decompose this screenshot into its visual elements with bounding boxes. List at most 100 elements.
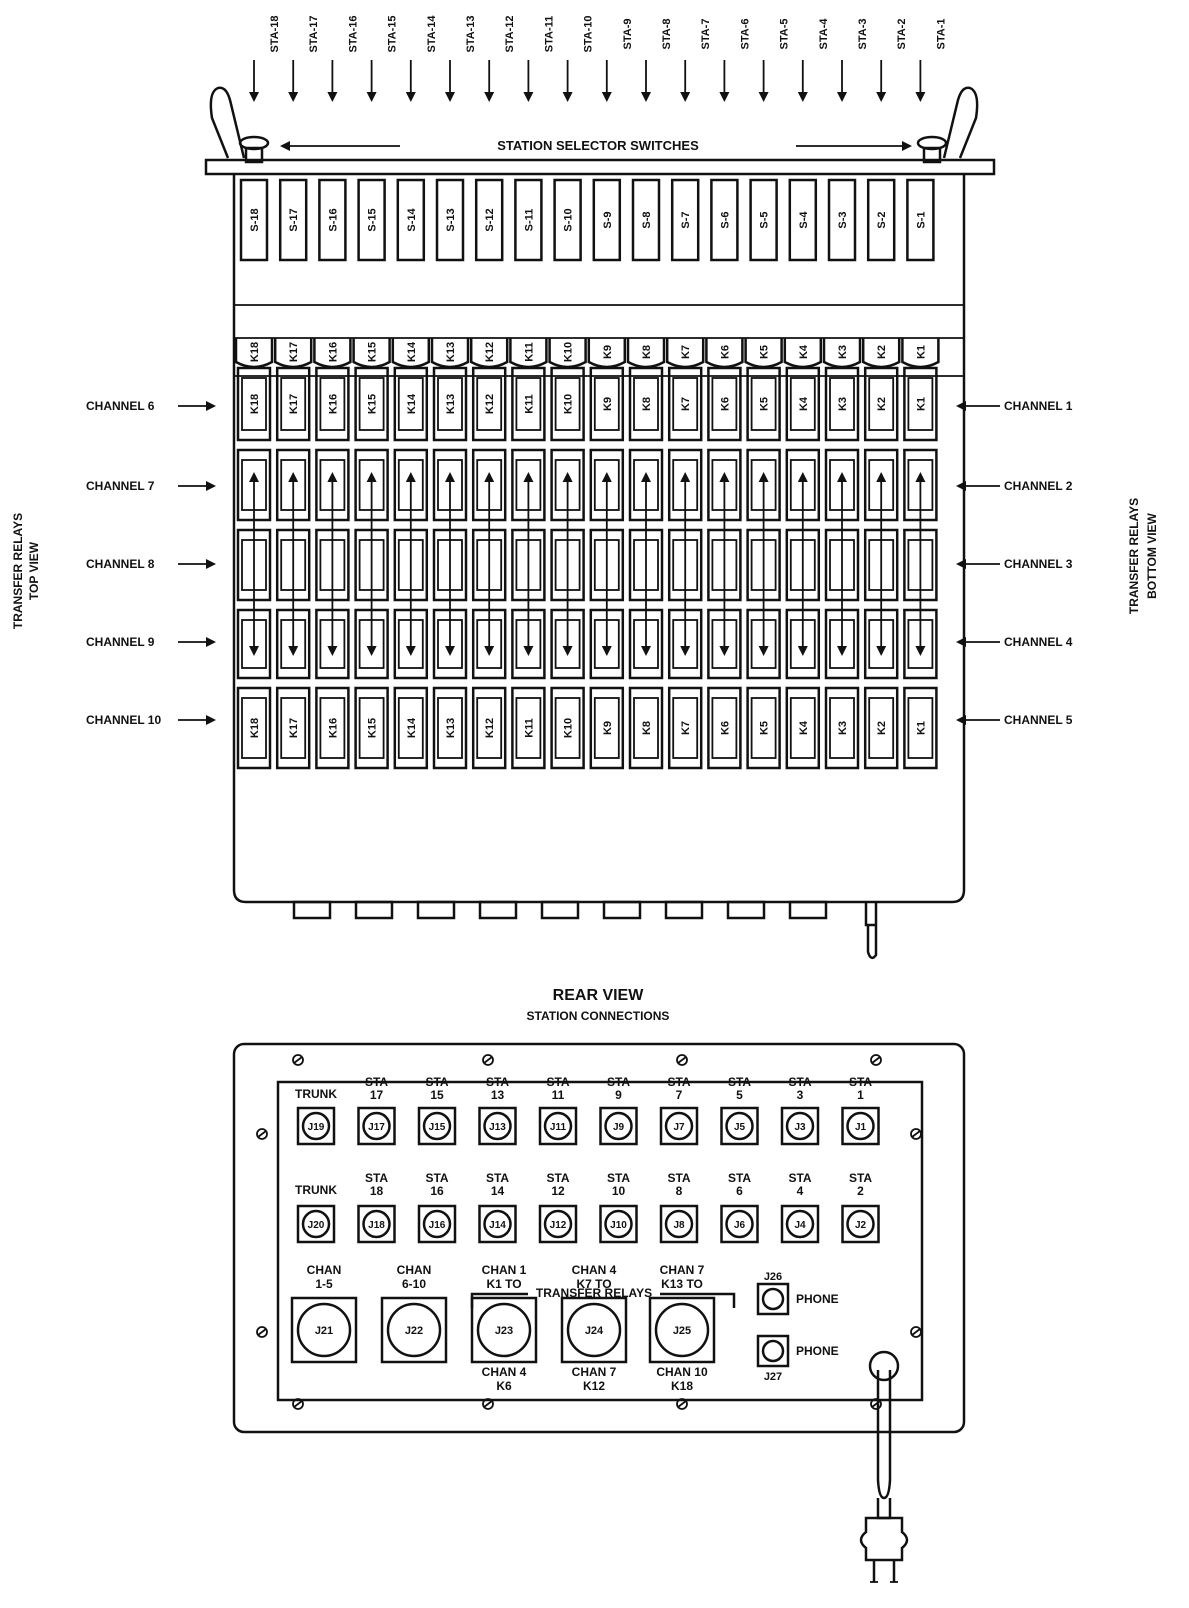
selector-switch-8[interactable]: S-8: [631, 178, 661, 262]
power-cord: [864, 902, 878, 960]
selector-switch-16[interactable]: S-16: [318, 178, 347, 262]
relay-label-lower: K17: [288, 718, 300, 738]
connector-id: J23: [495, 1325, 513, 1337]
switch-label: S-6: [719, 211, 731, 228]
selector-switch-4[interactable]: S-4: [788, 178, 818, 262]
channel-label: CHANNEL 2: [1004, 479, 1073, 493]
relay-box: [550, 686, 585, 770]
jack-id: J8: [673, 1220, 685, 1231]
selector-switch-17[interactable]: S-17: [278, 178, 308, 262]
jack-id: J9: [613, 1122, 625, 1133]
relay-box: [236, 366, 272, 442]
relay-tab-label: K12: [484, 342, 496, 362]
jack-number: 7: [676, 1088, 683, 1102]
station-1-label: STA-1: [915, 19, 947, 102]
relay-box: [589, 686, 625, 770]
relay-box: [707, 686, 742, 770]
connector-top-label: K13 TO: [661, 1277, 703, 1291]
selector-switch-11[interactable]: S-11: [514, 178, 543, 262]
jack-id: J3: [794, 1122, 806, 1133]
selector-switch-15[interactable]: S-15: [357, 178, 386, 262]
screw-icon: [256, 1326, 268, 1338]
station-6-label: STA-6: [719, 19, 751, 102]
channel-label: CHANNEL 8: [86, 557, 155, 571]
relay-box: [667, 366, 703, 442]
relay-box: [275, 366, 311, 442]
transfer-relay-grid: K18K18K18K17K17K17K16K16K16K15K15K15K14K…: [234, 338, 940, 770]
selector-switch-2[interactable]: S-2: [866, 178, 896, 262]
switch-label: S-1: [915, 211, 927, 228]
jack-number: 4: [797, 1184, 804, 1198]
station-label-text: STA-13: [465, 15, 477, 52]
station-label-text: STA-9: [622, 19, 634, 50]
selector-switch-5[interactable]: S-5: [749, 178, 778, 262]
relay-tab-label: K10: [563, 342, 575, 362]
jack-id: J20: [308, 1220, 325, 1231]
selector-switch-6[interactable]: S-6: [710, 178, 739, 262]
selector-switch-10[interactable]: S-10: [553, 178, 582, 262]
relay-tab-label: K11: [523, 342, 535, 362]
selector-switch-7[interactable]: S-7: [670, 178, 700, 262]
selector-switch-1[interactable]: S-1: [906, 178, 935, 262]
relay-box: [824, 686, 860, 770]
jack-number: 2: [857, 1184, 864, 1198]
selector-switch-13[interactable]: S-13: [435, 178, 465, 262]
station-10-label: STA-10: [562, 15, 595, 102]
relay-box: [707, 366, 742, 442]
relay-box: [511, 366, 546, 442]
connector-id: J21: [315, 1325, 333, 1337]
station-18-label: STA-18: [249, 15, 281, 102]
relay-label-lower: K3: [837, 721, 849, 735]
relay-label-lower: K13: [445, 718, 457, 738]
relay-box: [628, 366, 664, 442]
selector-switch-3[interactable]: S-3: [827, 178, 857, 262]
selector-switch-18[interactable]: S-18: [239, 178, 269, 262]
relay-box: [471, 686, 507, 770]
relay-label-upper: K5: [759, 397, 771, 411]
relay-label-upper: K3: [837, 397, 849, 411]
relay-label-upper: K8: [641, 397, 653, 411]
jack-label: STA: [728, 1171, 751, 1185]
selector-switch-14[interactable]: S-14: [396, 178, 426, 262]
jack-number: 8: [676, 1184, 683, 1198]
right-channel-5: CHANNEL 5: [956, 713, 1073, 727]
connector-top-label: K7 TO: [576, 1277, 611, 1291]
selector-switch-9[interactable]: S-9: [592, 178, 622, 262]
jack-number: 17: [370, 1088, 384, 1102]
selector-switch-12[interactable]: S-12: [474, 178, 504, 262]
